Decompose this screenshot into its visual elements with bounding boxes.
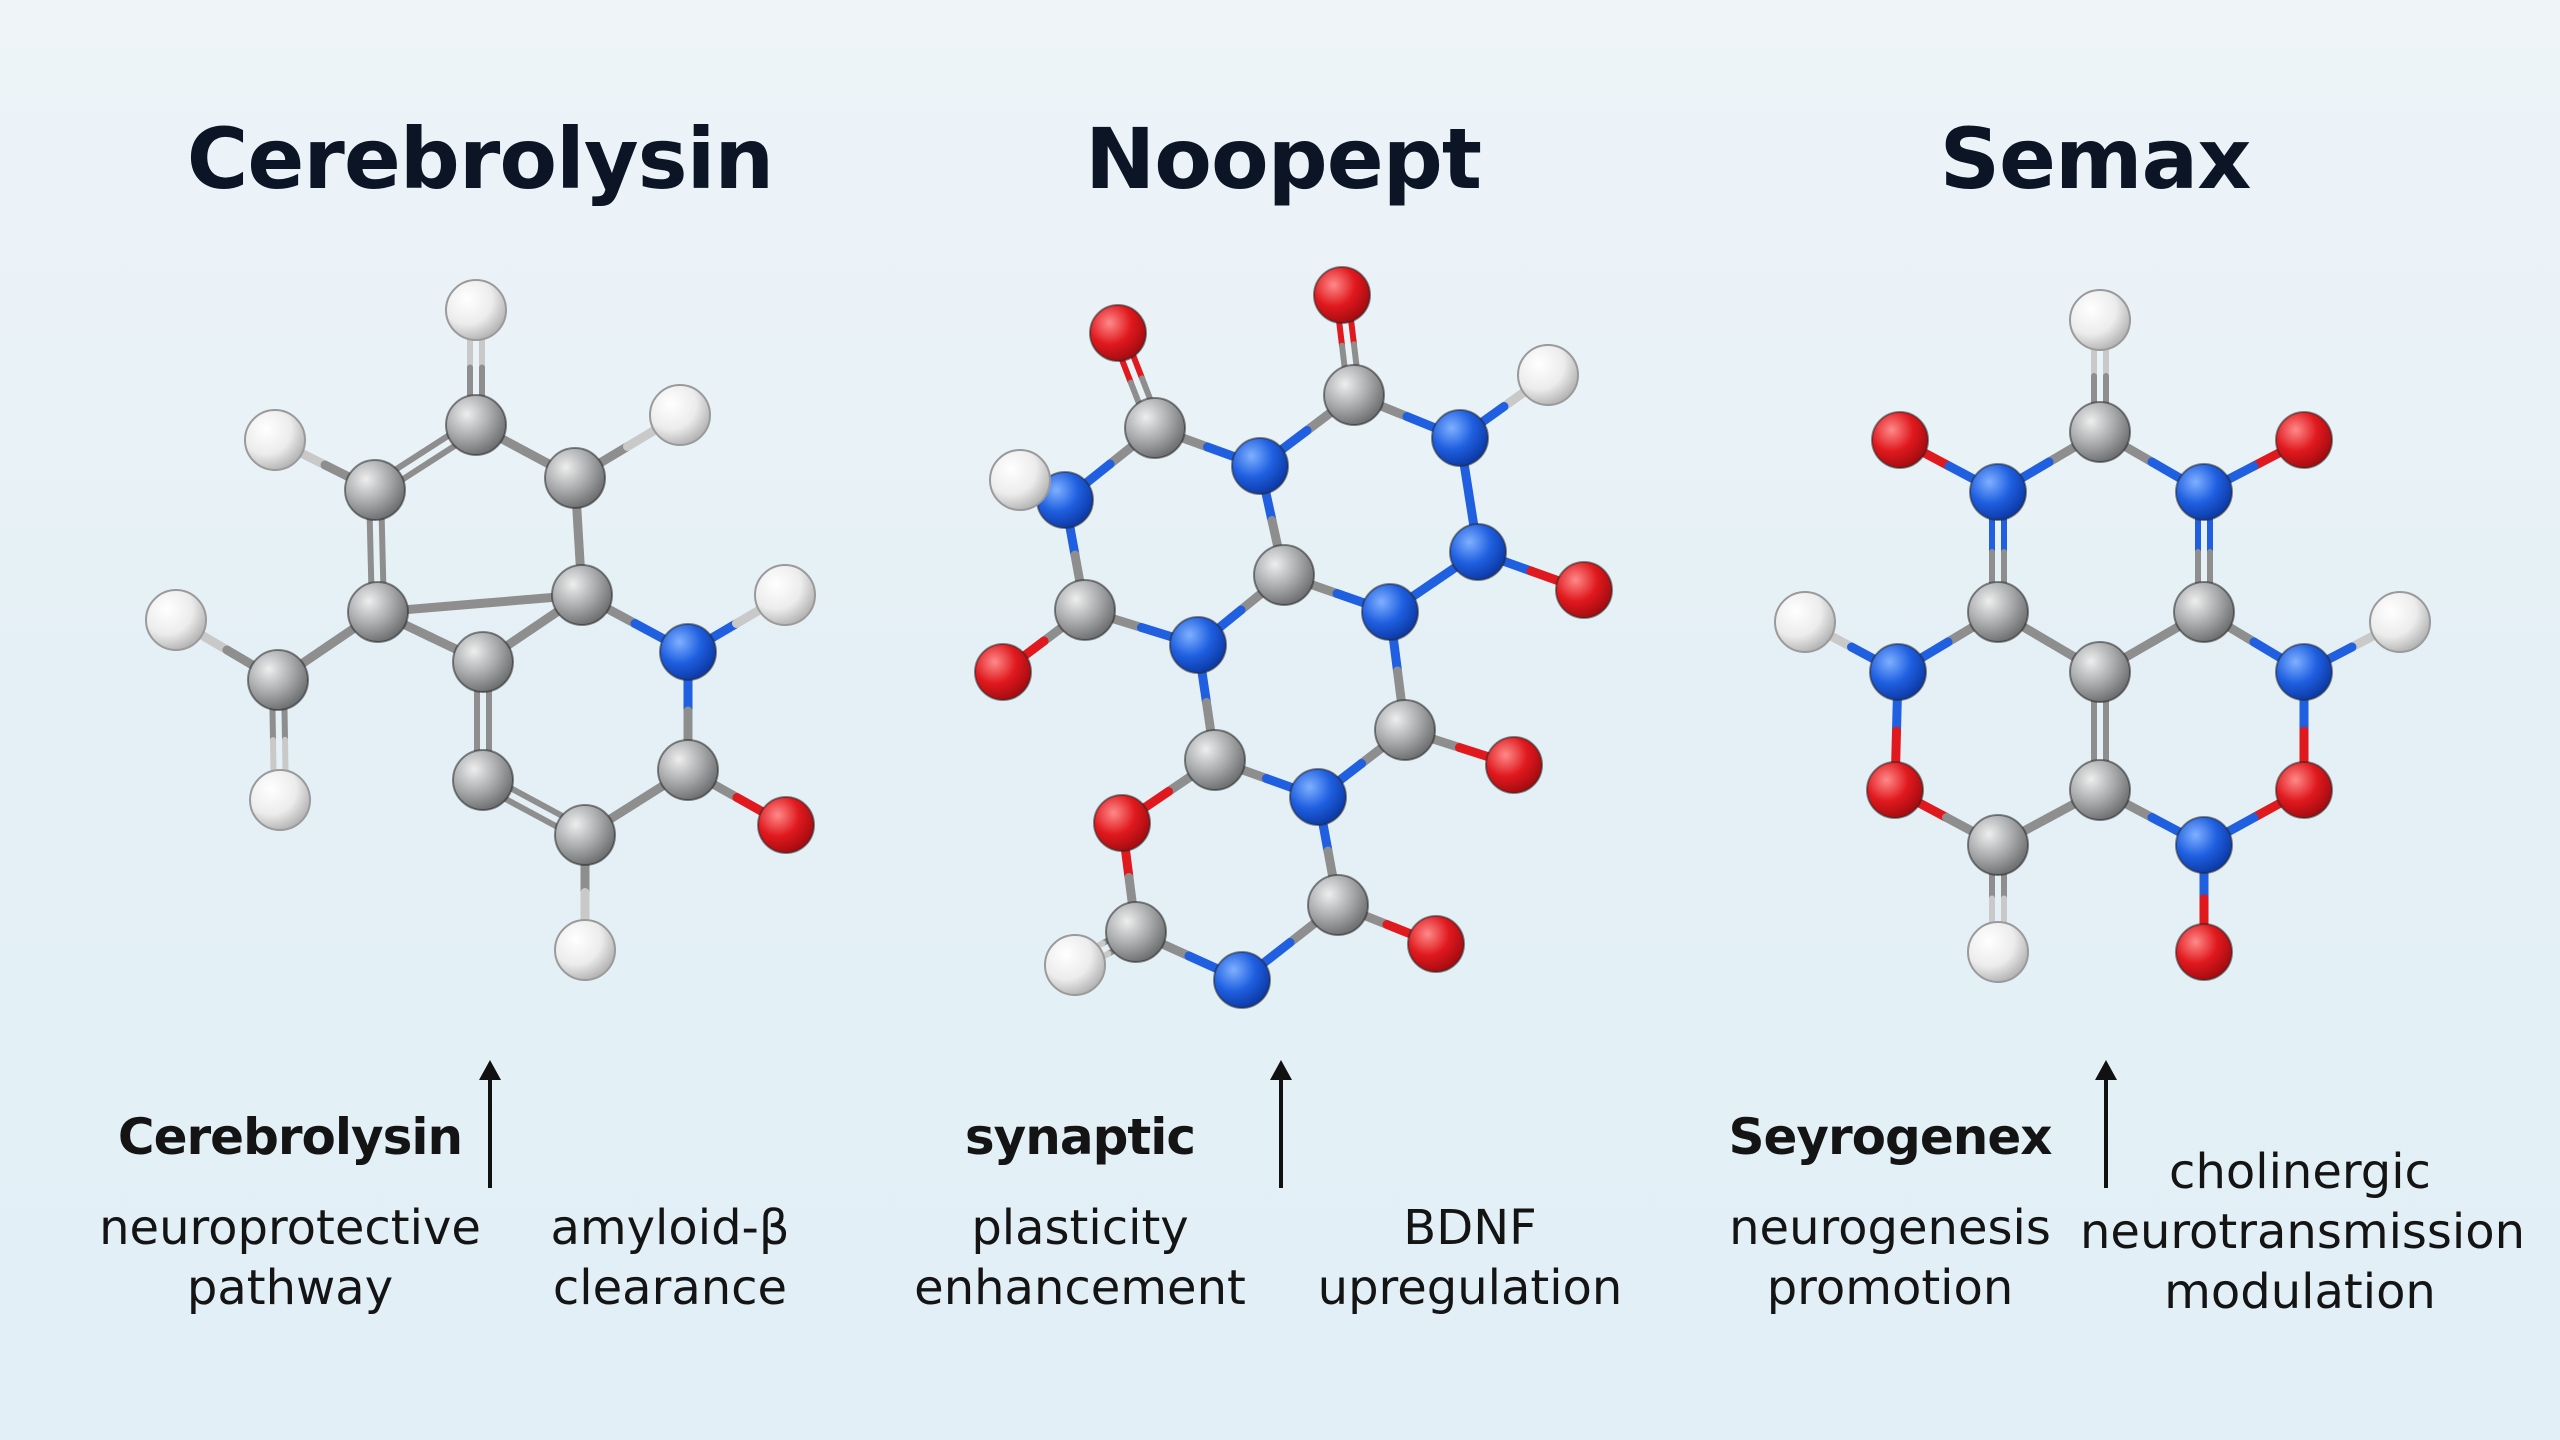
effect-right-noopept: BDNF upregulation	[1300, 1198, 1640, 1318]
oxygen-atom	[1555, 561, 1613, 619]
effect-line: neurogenesis	[1729, 1200, 2051, 1256]
hydrogen-atom	[554, 919, 616, 981]
up-arrow-icon	[479, 1060, 501, 1188]
oxygen-atom	[2175, 923, 2233, 981]
oxygen-atom	[1093, 794, 1151, 852]
nitrogen-atom	[1361, 583, 1419, 641]
carbon-atom	[452, 631, 514, 693]
effect-line: neurotransmission	[2080, 1204, 2526, 1260]
effect-line: enhancement	[914, 1260, 1246, 1316]
hydrogen-atom	[754, 564, 816, 626]
effect-left-noopept: plasticity enhancement	[880, 1198, 1280, 1318]
carbon-atom	[247, 649, 309, 711]
effect-line: cholinergic	[2169, 1144, 2431, 1200]
up-arrow-icon	[2095, 1060, 2117, 1188]
nitrogen-atom	[2175, 816, 2233, 874]
carbon-atom	[657, 739, 719, 801]
carbon-atom	[2069, 759, 2131, 821]
carbon-atom	[2173, 581, 2235, 643]
oxygen-atom	[1407, 915, 1465, 973]
carbon-atom	[344, 459, 406, 521]
hydrogen-atom	[445, 279, 507, 341]
effect-line: modulation	[2164, 1264, 2436, 1320]
carbon-atom	[1323, 364, 1385, 426]
nitrogen-atom	[659, 623, 717, 681]
effect-right-semax: cholinergic neurotransmission modulation	[2080, 1142, 2526, 1322]
carbon-atom	[2069, 641, 2131, 703]
carbon-atom	[1253, 544, 1315, 606]
carbon-atom	[1184, 729, 1246, 791]
oxygen-atom	[1485, 736, 1543, 794]
oxygen-atom	[974, 643, 1032, 701]
carbon-atom	[1105, 901, 1167, 963]
hydrogen-atom	[1044, 934, 1106, 996]
nitrogen-atom	[1969, 463, 2027, 521]
carbon-atom	[445, 394, 507, 456]
carbon-atom	[452, 749, 514, 811]
effect-line: promotion	[1766, 1260, 2014, 1316]
nitrogen-atom	[1869, 643, 1927, 701]
nitrogen-atom	[2275, 643, 2333, 701]
hydrogen-atom	[244, 409, 306, 471]
hydrogen-atom	[1517, 344, 1579, 406]
carbon-atom	[1967, 814, 2029, 876]
carbon-atom	[1967, 581, 2029, 643]
nitrogen-atom	[1169, 616, 1227, 674]
carbon-atom	[554, 804, 616, 866]
effect-line: upregulation	[1317, 1260, 1623, 1316]
nitrogen-atom	[1231, 437, 1289, 495]
carbon-atom	[1054, 579, 1116, 641]
oxygen-atom	[1089, 304, 1147, 362]
hydrogen-atom	[249, 769, 311, 831]
oxygen-atom	[2275, 411, 2333, 469]
hydrogen-atom	[2069, 289, 2131, 351]
effect-left-semax: neurogenesis promotion	[1680, 1198, 2100, 1318]
panel-label-semax: Seyrogenex	[1728, 1108, 2053, 1166]
oxygen-atom	[1871, 411, 1929, 469]
effect-line: clearance	[552, 1260, 788, 1316]
carbon-atom	[347, 581, 409, 643]
panel-title-noopept: Noopept	[1084, 110, 1482, 208]
nitrogen-atom	[1449, 523, 1507, 581]
panel-label-cerebrolysin: Cerebrolysin	[117, 1108, 463, 1166]
oxygen-atom	[1866, 761, 1924, 819]
effect-line: plasticity	[971, 1200, 1189, 1256]
nitrogen-atom	[1213, 951, 1271, 1009]
effect-left-cerebrolysin: neuroprotective pathway	[80, 1198, 500, 1318]
carbon-atom	[1124, 397, 1186, 459]
panel-title-semax: Semax	[1939, 110, 2252, 208]
carbon-atom	[2069, 401, 2131, 463]
panel-label-noopept: synaptic	[964, 1108, 1196, 1166]
hydrogen-atom	[1967, 921, 2029, 983]
hydrogen-atom	[649, 384, 711, 446]
carbon-atom	[1374, 699, 1436, 761]
carbon-atom	[551, 564, 613, 626]
hydrogen-atom	[2369, 591, 2431, 653]
hydrogen-atom	[989, 449, 1051, 511]
carbon-atom	[544, 447, 606, 509]
effect-right-cerebrolysin: amyloid-β clearance	[500, 1198, 840, 1318]
effect-line: amyloid-β	[550, 1200, 790, 1256]
hydrogen-atom	[1774, 591, 1836, 653]
effect-line: pathway	[186, 1260, 394, 1316]
effect-line: BDNF	[1403, 1200, 1537, 1256]
nitrogen-atom	[1431, 409, 1489, 467]
hydrogen-atom	[145, 589, 207, 651]
oxygen-atom	[2275, 761, 2333, 819]
oxygen-atom	[1313, 266, 1371, 324]
up-arrow-icon	[1270, 1060, 1292, 1188]
carbon-atom	[1307, 874, 1369, 936]
nitrogen-atom	[1289, 768, 1347, 826]
effect-line: neuroprotective	[99, 1200, 481, 1256]
oxygen-atom	[757, 796, 815, 854]
panel-title-cerebrolysin: Cerebrolysin	[186, 110, 774, 208]
nitrogen-atom	[2175, 463, 2233, 521]
